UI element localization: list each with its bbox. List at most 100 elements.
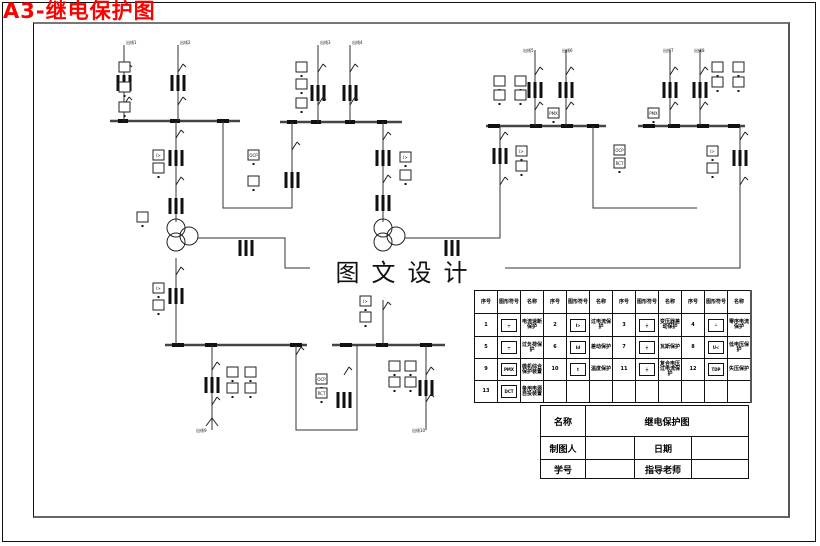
- legend-empty-cell: [543, 380, 567, 403]
- legend-empty-cell: [727, 380, 752, 403]
- current-transformer-icon: [662, 82, 666, 98]
- circuit-breaker-icon: [499, 131, 509, 141]
- relay-box-icon: [493, 75, 506, 87]
- legend-name-cell: 过负荷保护: [520, 336, 544, 359]
- relay-box-icon: [315, 387, 328, 399]
- legend-header-cell: 序号: [543, 290, 567, 314]
- legend-header-cell: 名称: [589, 290, 613, 314]
- relay-box-icon: [388, 376, 401, 388]
- current-transformer-icon: [430, 380, 434, 396]
- title-block-student-id-value[interactable]: [585, 459, 635, 479]
- legend-header-cell: 序号: [474, 290, 498, 314]
- legend-symbol-cell: ╪: [635, 336, 659, 359]
- legend-header-cell: 序号: [681, 290, 705, 314]
- relay-symbol-icon: ╪: [639, 318, 655, 332]
- relay-index-dot: [300, 75, 303, 77]
- relay-index-dot: [252, 189, 255, 191]
- current-transformer-icon: [498, 148, 502, 164]
- relay-index-dot: [404, 183, 407, 185]
- feeder-label: 出线8: [694, 47, 705, 53]
- current-transformer-icon: [116, 75, 120, 91]
- relay-box-icon: [295, 61, 308, 73]
- relay-symbol-icon: ╤: [501, 318, 517, 332]
- current-transformer-icon: [492, 148, 496, 164]
- circuit-breaker-icon: [425, 366, 435, 376]
- title-block-advisor-label: 指导老师: [634, 459, 692, 479]
- legend-header-cell: 图形符号: [566, 290, 590, 314]
- current-transformer-icon: [170, 75, 174, 91]
- relay-box-icon: [732, 61, 745, 73]
- relay-index-dot: [404, 165, 407, 167]
- current-transformer-icon: [174, 288, 178, 304]
- current-transformer-icon: [744, 150, 748, 166]
- circuit-breaker-icon: [699, 66, 709, 76]
- circuit-breaker-icon: [669, 101, 679, 111]
- relay-index-dot: [231, 380, 234, 382]
- title-block-drawer-value[interactable]: [585, 436, 635, 460]
- title-block-date-value[interactable]: [691, 436, 749, 460]
- relay-index-dot: [364, 325, 367, 327]
- title-block-advisor-value[interactable]: [691, 459, 749, 479]
- circuit-breaker-icon: [211, 361, 221, 371]
- relay-symbol-icon: ╪: [639, 341, 655, 354]
- relay-index-dot: [157, 296, 160, 298]
- relay-index-dot: [393, 390, 396, 392]
- feeder-label: 出线5: [523, 47, 534, 53]
- legend-name-cell: 备用电源自投装置: [520, 380, 544, 403]
- current-transformer-icon: [244, 240, 248, 256]
- current-transformer-icon: [176, 75, 180, 91]
- circuit-breaker-icon: [349, 96, 359, 106]
- legend-number-cell: 2: [543, 313, 567, 337]
- relay-symbol-icon: ┴: [708, 318, 724, 332]
- legend-number-cell: 8: [681, 336, 705, 359]
- legend-name-cell: 差动保护: [589, 336, 613, 359]
- relay-box-icon: [515, 145, 528, 157]
- relay-index-dot: [498, 103, 501, 105]
- legend-number-cell: 11: [612, 358, 636, 381]
- circuit-breaker-icon: [565, 66, 575, 76]
- feeder-label: 出线10: [412, 427, 426, 433]
- feeder-label: 出线2: [180, 39, 191, 45]
- current-transformer-icon: [732, 150, 736, 166]
- legend-name-cell: 温度保护: [589, 358, 613, 381]
- current-transformer-icon: [210, 377, 214, 393]
- relay-box-icon: [613, 157, 626, 169]
- relay-box-icon: [732, 76, 745, 88]
- relay-box-icon: [295, 97, 308, 109]
- feeder-label: 出线9: [196, 427, 207, 433]
- legend-name-cell: 电流速断保护: [520, 313, 544, 337]
- current-transformer-icon: [564, 82, 568, 98]
- relay-index-dot: [123, 95, 126, 97]
- current-transformer-icon: [692, 82, 696, 98]
- relay-index-dot: [711, 159, 714, 161]
- legend-empty-cell: [566, 380, 590, 403]
- legend-table: 序号图形符号名称序号图形符号名称序号图形符号名称序号图形符号名称 1╤电流速断保…: [474, 290, 752, 403]
- current-transformer-icon: [342, 85, 346, 101]
- relay-index-dot: [157, 313, 160, 315]
- relay-index-dot: [737, 90, 740, 92]
- current-transformer-icon: [180, 198, 184, 214]
- current-transformer-icon: [322, 85, 326, 101]
- current-transformer-icon: [424, 380, 428, 396]
- relay-box-icon: [359, 311, 372, 323]
- drawing-frame: [33, 22, 790, 518]
- current-transformer-icon: [342, 392, 346, 408]
- relay-box-icon: [647, 107, 660, 119]
- circuit-breaker-icon: [534, 101, 544, 111]
- relay-index-dot: [123, 75, 126, 77]
- current-transformer-icon: [296, 172, 300, 188]
- relay-box-icon: [388, 360, 401, 372]
- relay-code-label: I>: [403, 155, 408, 160]
- relay-code-label: I>: [156, 286, 161, 291]
- circuit-breaker-icon: [425, 393, 435, 403]
- relay-index-dot: [520, 174, 523, 176]
- relay-index-dot: [737, 75, 740, 77]
- relay-index-dot: [300, 92, 303, 94]
- relay-index-dot: [157, 176, 160, 178]
- watermark-text: 图文设计: [310, 256, 505, 290]
